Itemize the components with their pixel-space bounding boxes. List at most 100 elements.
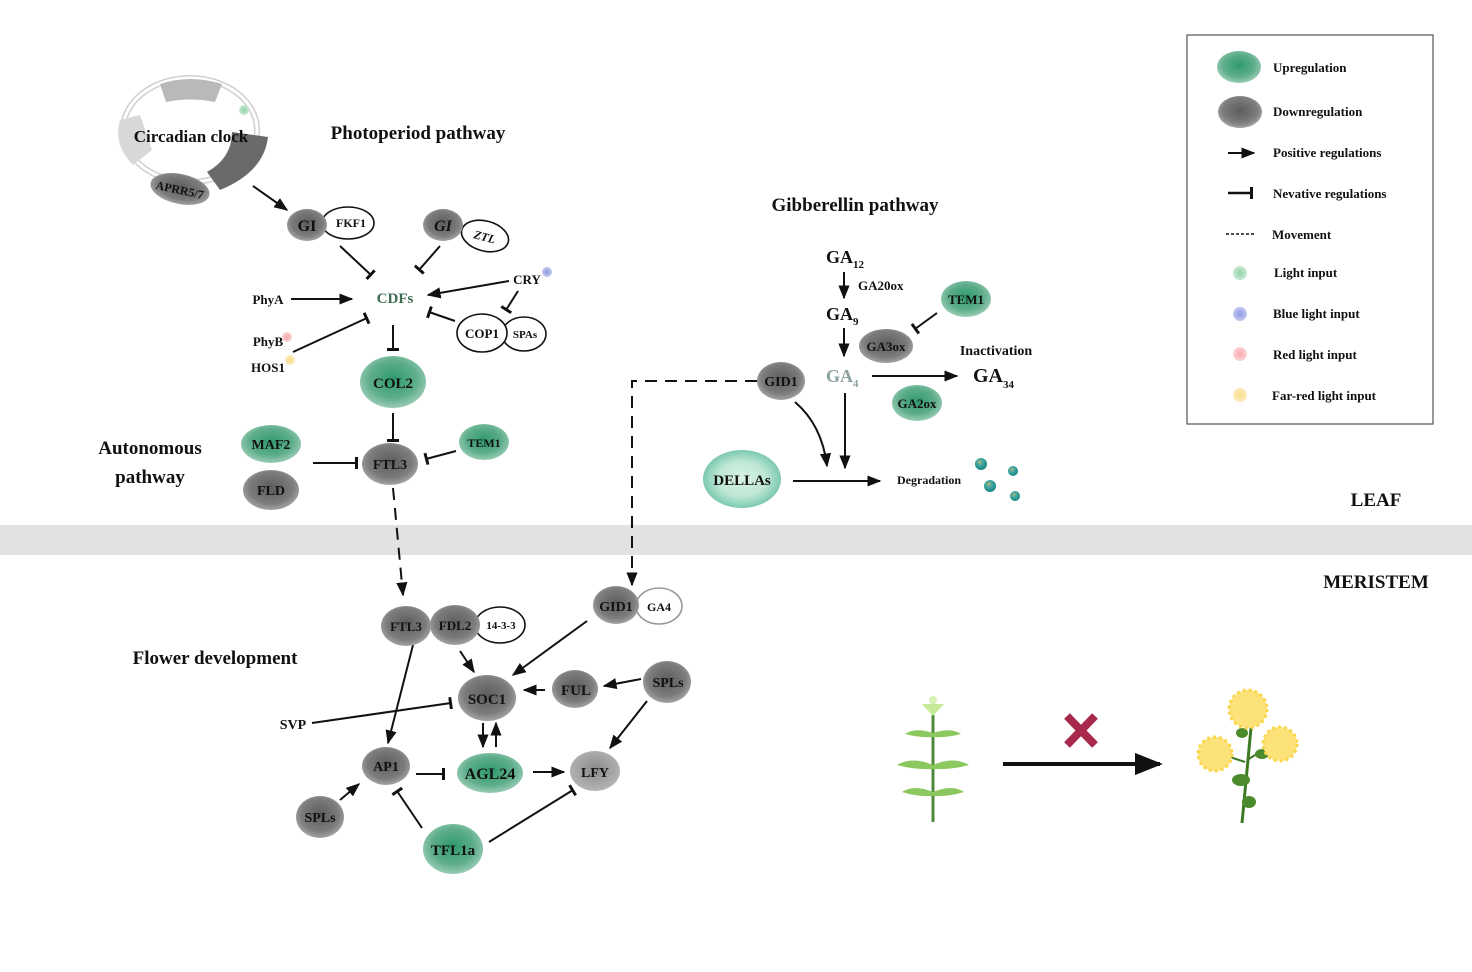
- inactivation-label: Inactivation: [960, 344, 1033, 359]
- edge-ftl3-moves-to-meristem: [392, 487, 408, 597]
- downregulation-icon: [1218, 96, 1262, 128]
- lfy-node: [570, 751, 620, 791]
- legend-label: Red light input: [1273, 347, 1357, 362]
- soc1-label: SOC1: [468, 692, 506, 708]
- leaf-label: LEAF: [1351, 490, 1402, 511]
- edge-tfl1a-inhibits-lfy: [488, 784, 578, 843]
- autonomous-title-line2: pathway: [115, 467, 185, 488]
- phya-label: PhyA: [252, 292, 284, 307]
- gid1-meristem-node: [593, 586, 639, 624]
- blue-light-icon: [1233, 307, 1247, 321]
- legend: Upregulation Downregulation Positive reg…: [1186, 34, 1434, 425]
- ftl3-meristem-label: FTL3: [390, 619, 422, 634]
- tfl1a-node: [423, 824, 483, 874]
- ga3ox-label: GA3ox: [867, 339, 907, 354]
- tfl1a-label: TFL1a: [431, 843, 476, 859]
- flowering-plant-icon: [1196, 688, 1299, 824]
- p14-3-3-label: 14-3-3: [486, 620, 516, 632]
- edge-gi-ztl-inhibits-cdfs: [413, 245, 441, 275]
- hos1-label: HOS1: [251, 360, 285, 375]
- spls-left-label: SPLs: [304, 811, 336, 826]
- edge-tem1-inhibits-ftl3: [423, 450, 457, 466]
- edge-cop1-inhibits-cdfs: [426, 306, 456, 322]
- agl24-label: AGL24: [465, 766, 516, 783]
- ga2ox-label: GA2ox: [898, 396, 938, 411]
- edge-ftl3-to-ap1: [385, 644, 414, 745]
- ga20ox-label: GA20ox: [858, 278, 904, 293]
- cdfs-label: CDFs: [377, 291, 414, 307]
- gi-label: GI: [434, 218, 453, 235]
- edge-tfl1a-inhibits-ap1: [391, 786, 423, 829]
- legend-label: Nevative regulations: [1273, 186, 1387, 201]
- degraded-fragments: [975, 458, 1020, 501]
- maf2-node: [241, 425, 301, 463]
- ap1-label: AP1: [373, 760, 399, 775]
- col2-label: COL2: [373, 376, 413, 392]
- light-input-dot: [239, 105, 249, 115]
- meristem-label: MERISTEM: [1323, 572, 1429, 593]
- fragment-icon: [975, 458, 987, 470]
- edge-gid1-to-degradation: [794, 401, 832, 468]
- gid1-leaf-node: [757, 362, 805, 400]
- photoperiod-edges: [252, 185, 519, 597]
- edge-cry-to-cdfs: [426, 280, 510, 299]
- edge-gi-fkf1-inhibits-cdfs: [339, 245, 376, 281]
- ga9-label: GA9: [826, 304, 859, 328]
- fdl2-label: FDL2: [439, 618, 472, 633]
- gibberellin-edges: [626, 272, 959, 587]
- leaf-meristem-divider: [0, 525, 1472, 555]
- photoperiod-title: Photoperiod pathway: [331, 123, 506, 144]
- far-red-light-icon: [1233, 388, 1247, 402]
- edge-clock-to-gi: [252, 185, 289, 211]
- ga3ox-node: [859, 329, 913, 363]
- edge-svp-inhibits-soc1: [311, 696, 453, 724]
- gi-fkf1-complex: FKF1 GI: [287, 206, 375, 241]
- meristem-edges: [311, 620, 648, 843]
- ga4-meristem-label: GA4: [647, 600, 671, 614]
- clock-segment: [118, 115, 152, 165]
- edge-spls-to-ful: [602, 678, 642, 690]
- red-light-icon: [1233, 347, 1247, 361]
- dellas-label: DELLAs: [713, 473, 771, 489]
- col2-node: [360, 356, 426, 408]
- blocked-cross-icon: [1064, 713, 1098, 748]
- lfy-label: LFY: [581, 766, 609, 781]
- gi-node: [287, 209, 327, 241]
- ztl-label: ZTL: [471, 227, 497, 246]
- ful-label: FUL: [561, 683, 591, 699]
- ga34-label: GA34: [973, 365, 1015, 391]
- svp-label: SVP: [280, 718, 307, 733]
- cry-label: CRY: [513, 272, 541, 287]
- ftl3-leaf-label: FTL3: [373, 458, 407, 473]
- spls-right-label: SPLs: [652, 676, 684, 691]
- ga2ox-node: [892, 385, 942, 421]
- blue-light-dot: [542, 267, 552, 277]
- ga4-label: GA4: [826, 366, 859, 390]
- gi-label: GI: [298, 218, 317, 235]
- spls-left-node: [296, 796, 344, 838]
- red-light-dot: [282, 332, 292, 342]
- edge-gid1-ga4-to-soc1: [511, 620, 588, 676]
- fragment-icon: [1010, 491, 1020, 501]
- tem1-leaf-node: [459, 424, 509, 460]
- autonomous-title-line1: Autonomous: [98, 438, 201, 459]
- edge-gid1-moves-to-meristem: [626, 380, 757, 587]
- far-red-light-dot: [285, 355, 295, 365]
- upregulation-icon: [1217, 51, 1261, 83]
- dellas-node: [703, 450, 781, 508]
- edge-fdl2-to-soc1: [459, 650, 475, 674]
- edge-cry-inhibits-cop1: [500, 290, 519, 315]
- ga12-label: GA12: [826, 247, 865, 271]
- gibberellin-title: Gibberellin pathway: [772, 195, 939, 216]
- aprr5-7-node: [150, 173, 210, 205]
- cop1-label: COP1: [465, 326, 499, 341]
- soc1-node: [458, 675, 516, 721]
- legend-label: Far-red light input: [1272, 388, 1377, 403]
- legend-label: Upregulation: [1273, 60, 1347, 75]
- light-input-icon: [1233, 266, 1247, 280]
- ftl3-fdl2-1433-complex: 14-3-3 FDL2 FTL3: [381, 605, 526, 646]
- fragment-icon: [1008, 466, 1018, 476]
- tem1-ga-node: [941, 281, 991, 317]
- agl24-node: [457, 753, 523, 793]
- ftl3-meristem-node: [381, 606, 431, 646]
